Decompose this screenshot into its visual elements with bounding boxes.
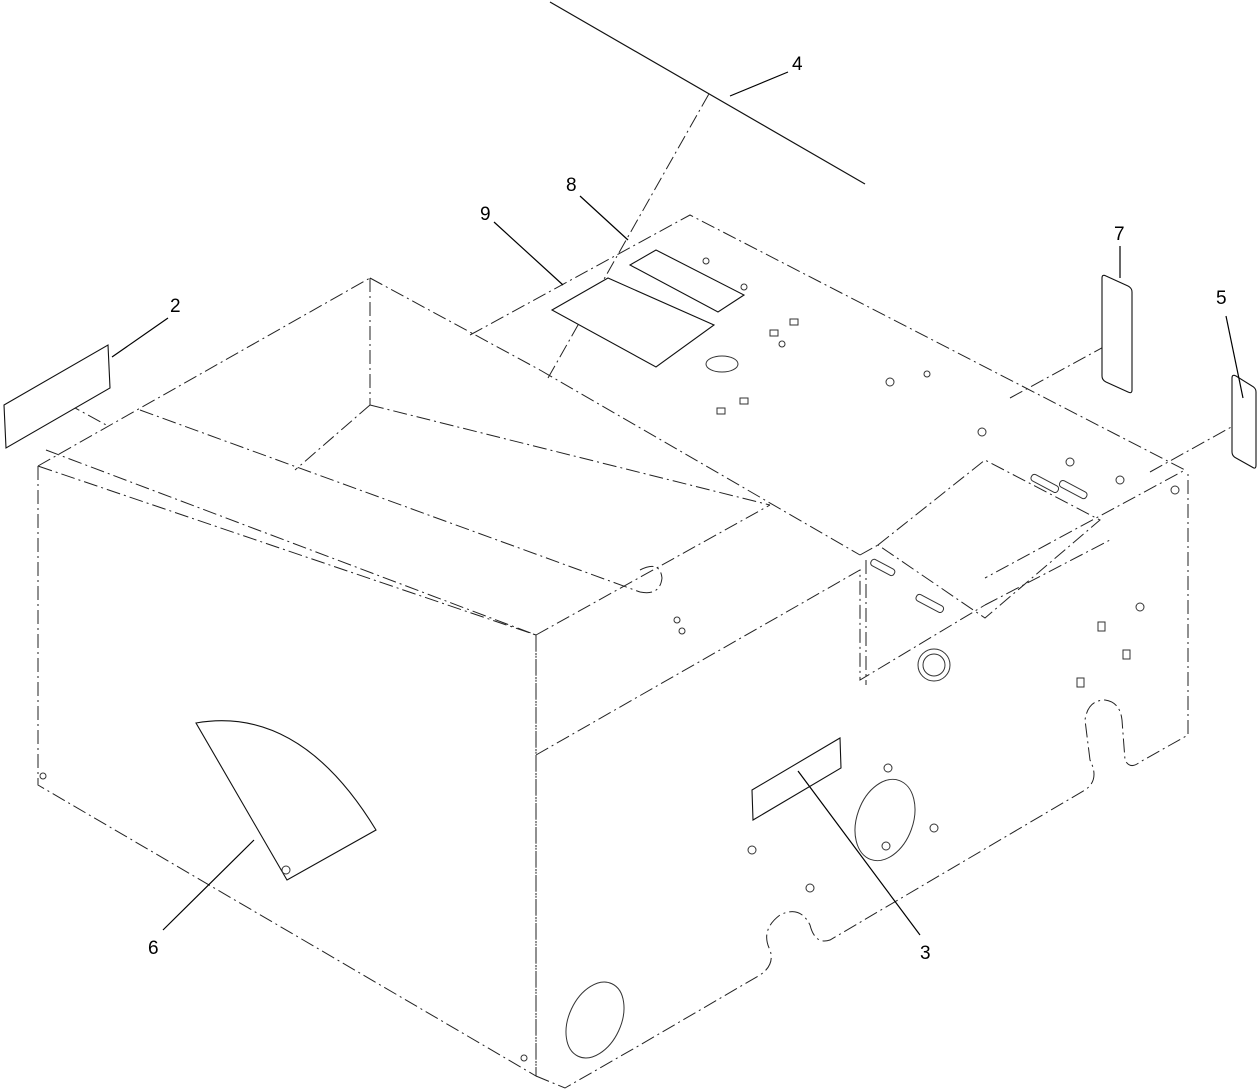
callout-8: 8: [566, 175, 577, 196]
callout-5: 5: [1216, 288, 1227, 309]
callout-4: 4: [792, 54, 803, 75]
decal-4: [549, 1, 866, 185]
decal-5: [1231, 374, 1257, 469]
callout-6: 6: [148, 938, 159, 959]
decal-9: [550, 277, 716, 368]
decal-2: [3, 344, 111, 449]
callout-9: 9: [480, 204, 491, 225]
decal-7: [1101, 274, 1133, 394]
callout-2: 2: [170, 296, 181, 317]
callout-3: 3: [920, 943, 931, 964]
decal-6: [195, 720, 377, 881]
decal-3: [751, 737, 842, 821]
assembly-axis-lines: [45, 91, 1245, 473]
housing-outline: [37, 214, 1189, 1089]
leader-lines: [111, 71, 1244, 936]
callout-labels: 2 3 4 5 6 7 8 9: [148, 54, 1227, 964]
callout-7: 7: [1114, 224, 1125, 245]
decal-8: [628, 249, 746, 313]
